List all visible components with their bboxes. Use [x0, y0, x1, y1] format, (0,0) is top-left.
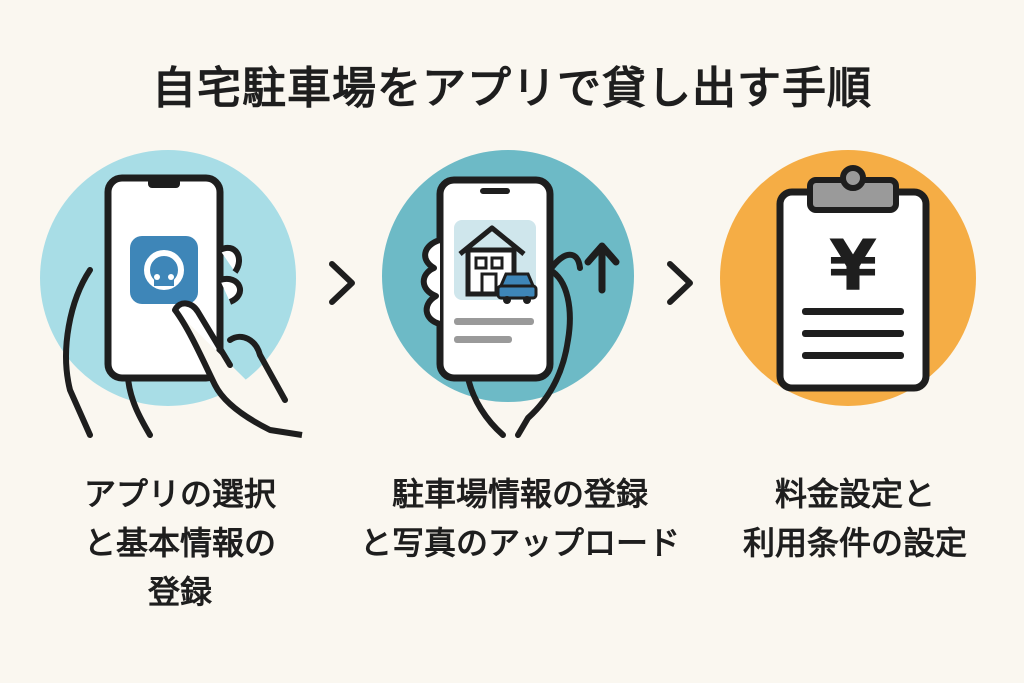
page-title: 自宅駐車場をアプリで貸し出す手順: [152, 63, 872, 114]
step-1-caption: アプリの選択 と基本情報の 登録: [20, 470, 340, 617]
step-2-caption: 駐車場情報の登録 と写真のアップロード: [360, 470, 680, 568]
phone-house-upload-icon: [382, 150, 634, 438]
yen-symbol: ¥: [829, 225, 878, 307]
chevron-right-icon: [660, 258, 700, 308]
caption-line: 登録: [147, 573, 212, 611]
caption-line: アプリの選択: [83, 475, 276, 513]
caption-line: 駐車場情報の登録: [391, 475, 648, 513]
step-2-illustration: [368, 150, 648, 440]
step-1-illustration: [30, 150, 310, 440]
hand-phone-app-icon: [40, 150, 303, 438]
step-3-illustration: ¥: [706, 150, 986, 440]
caption-line: と基本情報の: [83, 524, 276, 562]
chevron-right-icon: [322, 258, 362, 308]
caption-line: 利用条件の設定: [742, 524, 967, 562]
caption-line: と写真のアップロード: [360, 524, 681, 562]
clipboard-yen-icon: ¥: [720, 150, 976, 406]
caption-line: 料金設定と: [774, 475, 935, 513]
step-3-caption: 料金設定と 利用条件の設定: [695, 470, 1015, 568]
